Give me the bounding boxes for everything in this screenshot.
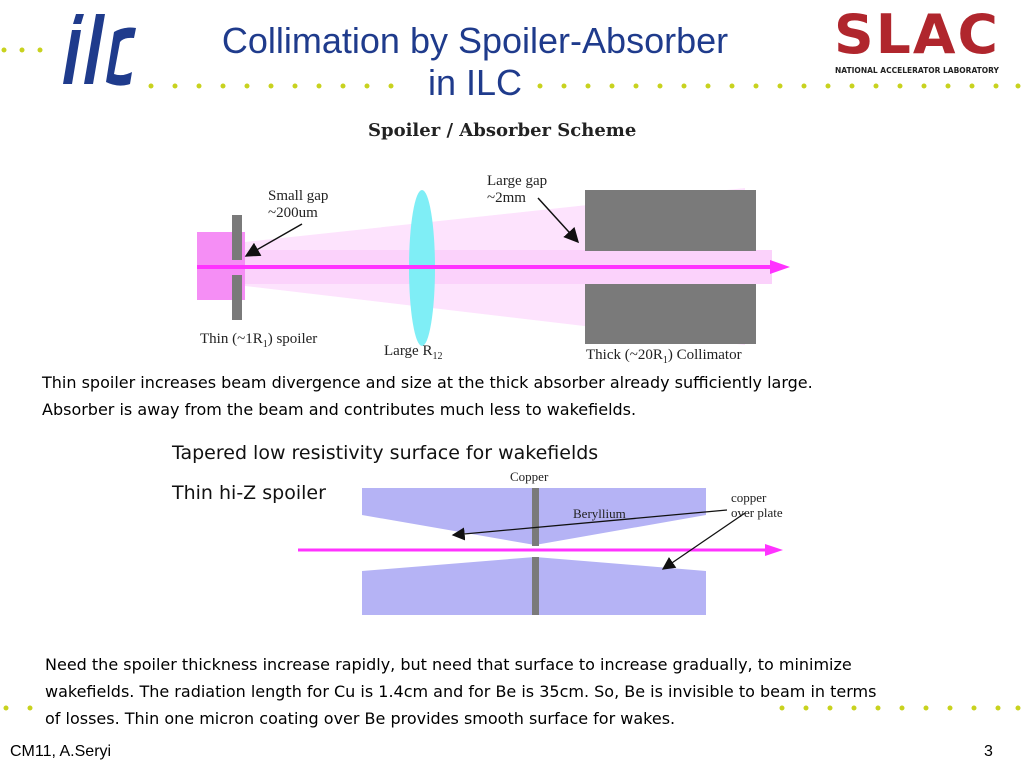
collimator-lower xyxy=(585,284,756,344)
beryllium-label: Beryllium xyxy=(573,506,626,521)
title-line-2: in ILC xyxy=(427,62,523,103)
beam-arrowhead xyxy=(770,260,790,274)
copper-label: Copper xyxy=(510,469,549,484)
copper-insert-lower xyxy=(532,557,539,615)
large-gap-arrow xyxy=(537,197,580,244)
copper-insert-upper xyxy=(532,488,539,546)
slac-logo-subtitle: NATIONAL ACCELERATOR LABORATORY xyxy=(835,66,999,75)
copper-plate-arrow-upper xyxy=(451,509,728,541)
collimator-label: Thick (~20R1) Collimator xyxy=(586,347,742,366)
slac-logo-wordmark: SLAC xyxy=(833,3,1000,66)
spoiler-upper xyxy=(232,215,242,260)
copper-over-plate-label: copper over plate xyxy=(731,490,783,520)
spoiler-lower xyxy=(232,275,242,320)
spoiler-profile-diagram xyxy=(298,488,783,615)
beam-arrowhead-2 xyxy=(765,544,783,556)
small-gap-arrow xyxy=(244,223,303,257)
large-gap-label: Large gap ~2mm xyxy=(487,173,548,206)
ilc-logo: ilc xyxy=(63,14,136,86)
title-line-1: Collimation by Spoiler-Absorber xyxy=(221,20,729,61)
thin-spoiler-label: Thin hi-Z spoiler xyxy=(172,482,326,504)
small-gap-label: Small gap ~200um xyxy=(268,188,329,221)
scheme-title: Spoiler / Absorber Scheme xyxy=(368,120,637,141)
paragraph-2: Need the spoiler thickness increase rapi… xyxy=(45,655,877,728)
paragraph-1: Thin spoiler increases beam divergence a… xyxy=(42,373,813,419)
tapered-surface-label: Tapered low resistivity surface for wake… xyxy=(172,442,599,464)
lens-label: Large R12 xyxy=(384,343,443,362)
collimator-upper xyxy=(585,190,756,251)
page-number: 3 xyxy=(984,743,993,760)
page-title: Collimation by Spoiler-Absorber in ILC xyxy=(160,20,790,104)
spoiler-absorber-diagram xyxy=(197,188,790,346)
slac-logo: SLAC NATIONAL ACCELERATOR LABORATORY xyxy=(818,8,1016,82)
spoiler-label: Thin (~1R1) spoiler xyxy=(200,331,318,350)
footer-author: CM11, A.Seryi xyxy=(10,743,112,760)
copper-plate-arrow-lower xyxy=(661,512,746,570)
